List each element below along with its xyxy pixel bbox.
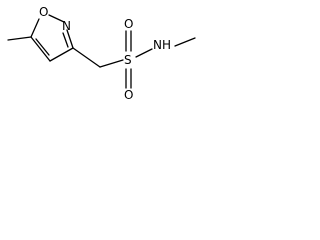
atom-labels: O N S O O NH [39,5,171,102]
ring-nitrogen-label: N [62,19,71,33]
bond-c5-o1 [30,18,40,38]
bond-ch2-s [99,59,124,68]
bond-n2-c3-inner [62,32,69,48]
structure-diagram: O N S O O NH [7,5,196,102]
ring-oxygen-label: O [39,5,48,19]
bond-c3-c4 [49,47,74,62]
sulfur-label: S [124,53,132,67]
sulfonyl-oxygen-bottom-label: O [124,88,133,102]
bond-c4-c5 [30,36,51,62]
bond-s-nh [135,48,153,58]
bond-c4-c5-inner [35,38,50,56]
amine-nitrogen-label: NH [153,38,171,52]
bond-o1-n2 [48,14,65,23]
bond-methyl-c5 [7,36,32,41]
bond-nh-methyl [174,37,196,47]
sulfonyl-oxygen-top-label: O [124,17,133,31]
bonds [7,14,196,89]
bond-n2-c3 [66,29,74,49]
bond-c3-ch2 [72,47,101,68]
